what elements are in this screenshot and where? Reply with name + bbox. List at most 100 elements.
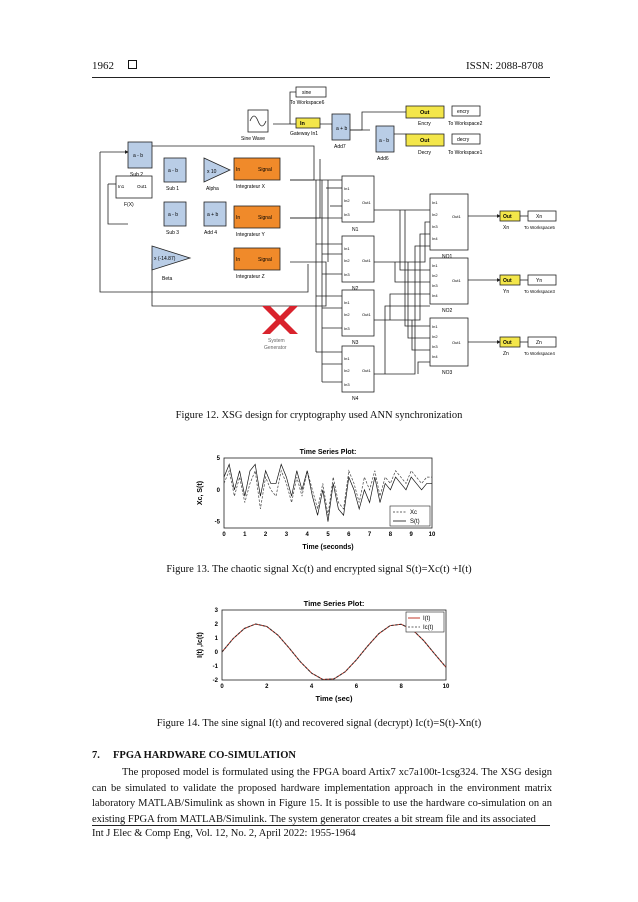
header-rule [92,77,550,78]
add4-label: Add 4 [204,230,217,236]
chart2-title: Time Series Plot: [304,599,365,608]
checkbox-icon [128,60,137,69]
chart2-legend-it: I(t) [423,616,430,622]
no1-in1: In1 [432,200,438,205]
sine-wave-label: Sine Wave [241,136,265,142]
chart1-xlabel: Time (seconds) [302,544,353,551]
integ-y-label: Integrateur Y [236,232,265,238]
integ-y-out: Signal [258,215,272,221]
chart1-ytick-label: -5 [215,520,221,526]
chart2-ylabel: I(t) ,Ic(t) [197,632,204,658]
sub1-label: Sub 1 [166,186,179,192]
decry-label: Decry [418,150,432,156]
n1-in3: In3 [344,212,350,217]
page-number: 1962 [92,60,114,72]
fx-out: Out1 [137,184,147,189]
chart1-xtick-label: 0 [222,532,226,538]
chart2-ytick-label: 0 [215,650,219,656]
xsg-block-diagram: Sine Wave sine To Workspace6 In Gateway … [99,86,557,402]
n4-label: N4 [352,396,359,402]
yn-out: Out [503,278,512,284]
no3-out: Out1 [452,340,461,345]
chart2-xtick-label: 2 [265,684,269,690]
zn-out: Out [503,340,512,346]
add4-op: a + b [207,212,218,218]
sub2-op: a - b [133,153,143,159]
n3-in3: In3 [344,326,350,331]
no2-block: In1 In2 In3 In4 Out1 NO2 [429,257,469,314]
no3-in1: In1 [432,324,438,329]
n3-in2: In2 [344,312,350,317]
issn: ISSN: 2088-8708 [466,60,544,72]
n4-in1: In1 [344,356,350,361]
chart1-xtick-label: 4 [306,532,310,538]
no1-out: Out1 [452,214,461,219]
beta-label: Beta [162,276,173,282]
no1-label: NO1 [442,254,453,260]
integ-z-out: Signal [258,257,272,263]
chart1-ylabel: Xc, S(t) [197,481,204,505]
no3-block: In1 In2 In3 In4 Out1 NO3 [429,317,469,376]
chart2-ytick-label: -1 [213,664,219,670]
section-title: 7. FPGA HARDWARE CO-SIMULATION [92,750,296,761]
n2-out: Out1 [362,258,371,263]
decry-ws-block: decry [457,137,470,143]
fx-label: F(X) [124,202,134,208]
yn-ws-label: To Workspace3 [524,289,555,294]
alpha-label: Alpha [206,186,219,192]
chart1-xtick-label: 10 [429,532,436,538]
zn-ws-label: To Workspace4 [524,351,555,356]
chart2-legend: I(t) Ic(t) [405,611,445,633]
sysgen-label-2: Generator [264,345,287,351]
chart1-xtick-label: 2 [264,532,268,538]
no1-in4: In4 [432,236,438,241]
gateway-in-block: In [300,121,306,127]
n3-block: In1 In2 In3 Out1 N3 [341,289,375,346]
sub2-label: Sub 2 [130,172,143,178]
n3-in1: In1 [344,300,350,305]
chart1-title: Time Series Plot: [300,449,357,456]
n3-label: N3 [352,340,359,346]
n1-block: In1 In2 In3 Out1 N1 [341,175,375,233]
yn-label: Yn [503,289,509,295]
chart1-ytick-label: 5 [217,456,221,462]
n1-label: N1 [352,227,359,233]
chart2-xtick-label: 10 [443,684,450,690]
no1-in3: In3 [432,224,438,229]
integ-x-label: Integrateur X [236,184,266,190]
figure-12-caption: Figure 12. XSG design for cryptography u… [175,410,463,421]
no2-out: Out1 [452,278,461,283]
n2-in3: In3 [344,272,350,277]
integ-z-label: Integrateur Z [236,274,265,280]
n4-block: In1 In2 In3 Out1 N4 [341,345,375,402]
no3-label: NO3 [442,370,453,376]
encry-ws-block: encry [457,109,470,115]
no2-label: NO2 [442,308,453,314]
fx-in: In1 [118,184,125,189]
chart1-series-group [223,463,432,522]
figure-14-caption: Figure 14. The sine signal I(t) and reco… [156,718,482,729]
figure-13-caption: Figure 13. The chaotic signal Xc(t) and … [166,564,472,575]
chart1-xtick-label: 9 [410,532,414,538]
no3-in2: In2 [432,334,438,339]
sine-ws-label: To Workspace6 [290,100,325,106]
n4-in3: In3 [344,382,350,387]
sysgen-label-1: System [268,338,285,344]
no3-in4: In4 [432,354,438,359]
no2-in2: In2 [432,273,438,278]
n1-in2: In2 [344,198,350,203]
chart1-legend-xc: Xc [410,510,417,516]
n2-label: N2 [352,286,359,292]
encry-label: Encry [418,121,431,127]
chart2-xtick-label: 6 [355,684,359,690]
n4-out: Out1 [362,368,371,373]
integ-x-in: In [236,167,240,173]
chart1-xtick-label: 8 [389,532,393,538]
alpha-gain: x 10 [207,169,217,175]
integ-x-out: Signal [258,167,272,173]
chart1-xtick-label: 3 [285,532,289,538]
chart1-ytick-label: 0 [217,488,221,494]
